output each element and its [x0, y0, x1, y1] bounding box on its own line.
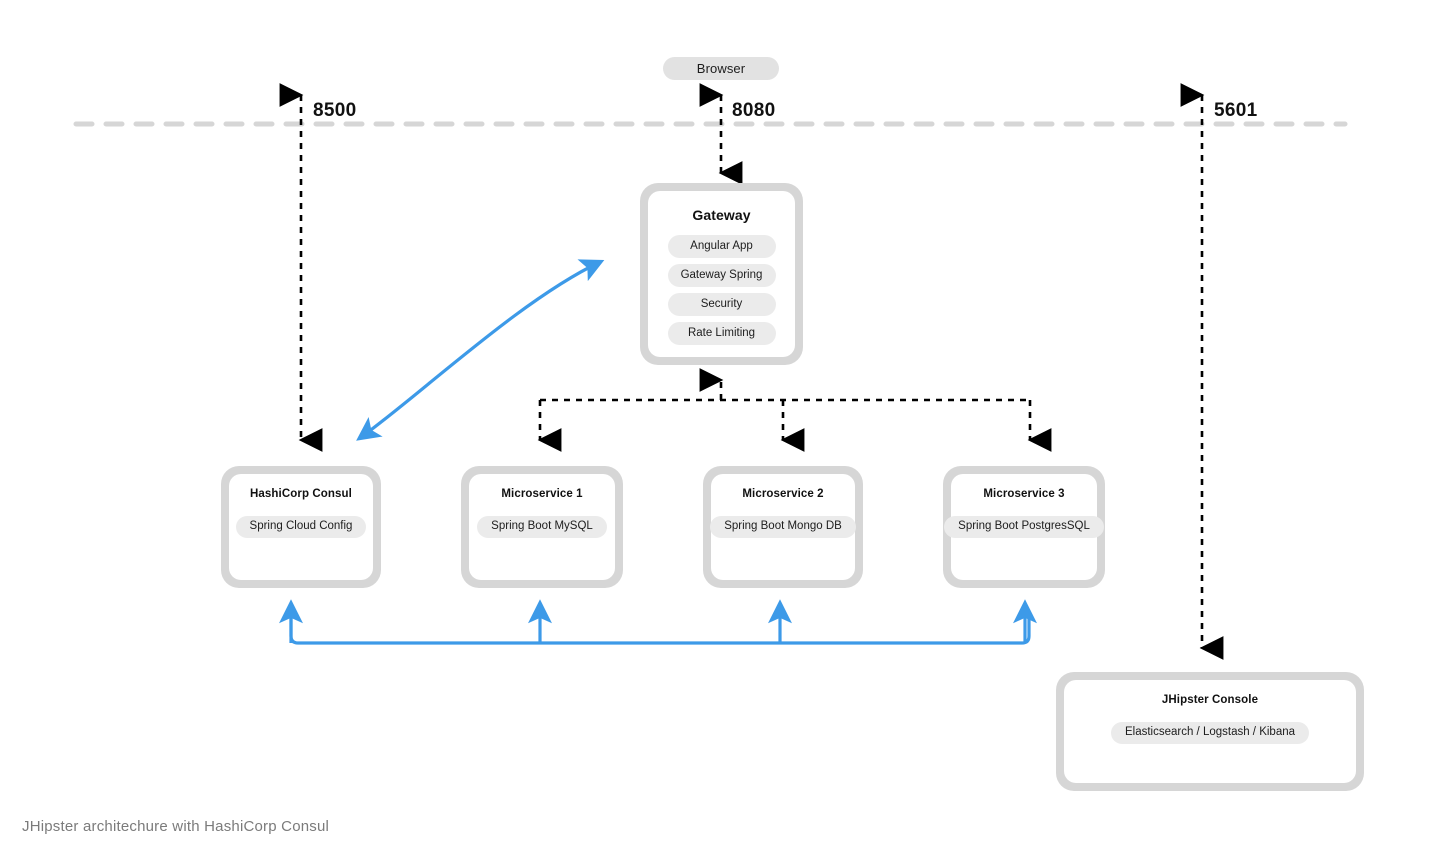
service-title-microservice-3: Microservice 3 [983, 488, 1065, 500]
service-node-microservice-3[interactable]: Microservice 3 Spring Boot PostgresSQL [943, 466, 1105, 588]
port-label-8500: 8500 [313, 100, 357, 121]
port-label-5601: 5601 [1214, 100, 1258, 121]
service-node-consul[interactable]: HashiCorp Consul Spring Cloud Config [221, 466, 381, 588]
service-inner-microservice-3: Microservice 3 Spring Boot PostgresSQL [944, 474, 1104, 580]
gateway-component-angular-app[interactable]: Angular App [667, 235, 776, 258]
jhipster-console-title: JHipster Console [1161, 694, 1259, 706]
diagram-caption: JHipster architechure with HashiCorp Con… [22, 818, 330, 835]
browser-node[interactable]: Browser [663, 57, 779, 80]
service-components-microservice-3: Spring Boot PostgresSQL [944, 516, 1104, 538]
service-inner-microservice-2: Microservice 2 Spring Boot Mongo DB [710, 474, 856, 580]
gateway-node[interactable]: Gateway Angular App Gateway Spring Secur… [640, 183, 803, 365]
service-inner-consul: HashiCorp Consul Spring Cloud Config [229, 474, 373, 580]
service-component-spring-boot-mongo-db[interactable]: Spring Boot Mongo DB [710, 516, 856, 538]
gateway-title: Gateway [692, 207, 751, 223]
gateway-component-gateway-spring[interactable]: Gateway Spring [667, 264, 776, 287]
jhipster-console-components: Elasticsearch / Logstash / Kibana [1110, 722, 1310, 744]
browser-label: Browser [696, 61, 746, 76]
service-components-microservice-1: Spring Boot MySQL [477, 516, 607, 538]
service-node-microservice-1[interactable]: Microservice 1 Spring Boot MySQL [461, 466, 623, 588]
consul-registration-bus [289, 610, 1031, 645]
console-component-elk[interactable]: Elasticsearch / Logstash / Kibana [1110, 722, 1310, 744]
jhipster-console-inner: JHipster Console Elasticsearch / Logstas… [1064, 680, 1356, 783]
gateway-components: Angular App Gateway Spring Security Rate… [667, 235, 776, 345]
gateway-inner: Gateway Angular App Gateway Spring Secur… [648, 191, 795, 357]
service-components-microservice-2: Spring Boot Mongo DB [710, 516, 856, 538]
service-components-consul: Spring Cloud Config [235, 516, 367, 538]
service-node-microservice-2[interactable]: Microservice 2 Spring Boot Mongo DB [703, 466, 863, 588]
service-title-microservice-1: Microservice 1 [501, 488, 583, 500]
service-title-consul: HashiCorp Consul [250, 488, 352, 500]
service-inner-microservice-1: Microservice 1 Spring Boot MySQL [469, 474, 615, 580]
gateway-component-rate-limiting[interactable]: Rate Limiting [667, 322, 776, 345]
consul-gateway-curve [356, 259, 605, 441]
gateway-component-security[interactable]: Security [667, 293, 776, 316]
service-title-microservice-2: Microservice 2 [742, 488, 824, 500]
service-component-spring-boot-mysql[interactable]: Spring Boot MySQL [477, 516, 607, 538]
service-component-spring-cloud-config[interactable]: Spring Cloud Config [235, 516, 367, 538]
port-label-8080: 8080 [732, 100, 776, 121]
service-component-spring-boot-postgressql[interactable]: Spring Boot PostgresSQL [944, 516, 1104, 538]
jhipster-console-node[interactable]: JHipster Console Elasticsearch / Logstas… [1056, 672, 1364, 791]
